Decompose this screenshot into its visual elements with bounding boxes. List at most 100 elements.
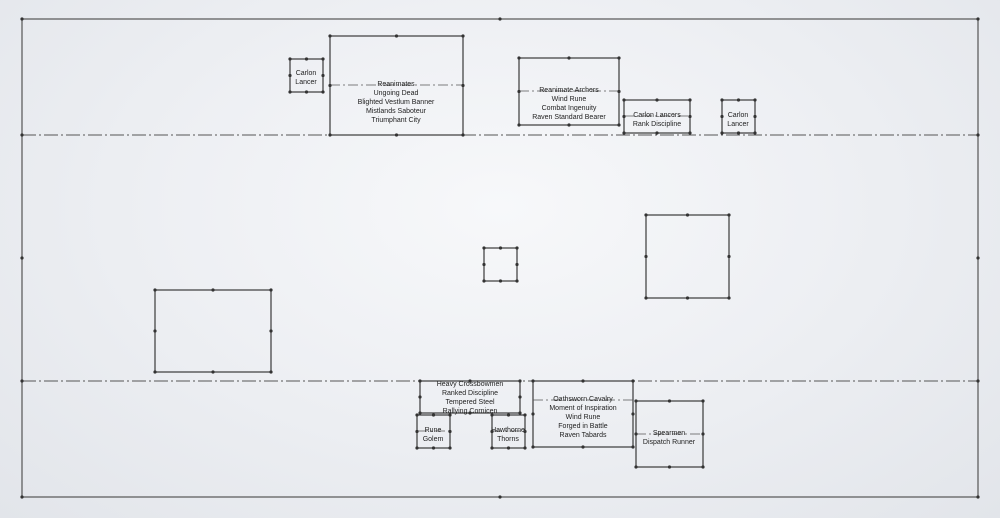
vertex-point xyxy=(634,465,638,469)
unit-carlon-lancer-1[interactable]: Carlon Lancer xyxy=(289,58,324,93)
vertex-point xyxy=(518,411,522,415)
vertex-point xyxy=(431,413,436,417)
unit-label: Tempered Steel xyxy=(445,399,494,406)
unit-label: Spearmen xyxy=(653,430,685,437)
vertex-point xyxy=(720,114,724,119)
unit-label: Lancer xyxy=(295,79,317,86)
unit-heavy-crossbowmen[interactable]: Heavy Crossbowmen Ranked Discipline Temp… xyxy=(419,380,521,415)
unit-carlon-lancers-rank[interactable]: Carlon Lancers Rank Discipline xyxy=(623,99,691,134)
unit-label: Heavy Crossbowmen xyxy=(437,381,504,388)
vertex-point xyxy=(688,98,692,102)
unit-reanimate-archers[interactable]: Reanimate Archers Wind Rune Combat Ingen… xyxy=(518,57,620,126)
unit-rune-golem[interactable]: Rune Golem xyxy=(416,414,451,449)
vertex-point xyxy=(482,262,486,267)
vertex-point xyxy=(515,246,519,250)
vertex-point xyxy=(518,379,522,383)
vertex-point xyxy=(448,413,452,417)
vertex-point xyxy=(701,432,705,436)
unit-spearmen[interactable]: Spearmen Dispatch Runner xyxy=(635,400,704,468)
vertex-point xyxy=(685,213,690,217)
vertex-point xyxy=(688,131,692,135)
vertex-point xyxy=(720,98,724,102)
vertex-point xyxy=(418,395,422,399)
vertex-point xyxy=(321,57,325,61)
vertex-point xyxy=(515,262,519,267)
vertex-point xyxy=(328,83,332,88)
vertex-point xyxy=(328,133,332,137)
unit-label: Carlon xyxy=(728,112,749,119)
vertex-point xyxy=(448,446,452,450)
vertex-point xyxy=(617,89,621,94)
vertex-point xyxy=(461,133,465,137)
unit-label: Raven Tabards xyxy=(560,432,607,439)
vertex-point xyxy=(490,429,494,434)
unit-label: Ranked Discipline xyxy=(442,390,498,397)
unit-label: Ungoing Dead xyxy=(374,90,419,97)
unit-reanimates[interactable]: Reanimates Ungoing Dead Blighted Vestlum… xyxy=(329,35,464,136)
vertex-point xyxy=(415,413,419,417)
vertex-point xyxy=(515,279,519,283)
unit-label: Carlon Lancers xyxy=(633,112,681,119)
unit-hawthorne-thorns[interactable]: Hawthorne Thorns xyxy=(491,414,526,449)
vertex-point xyxy=(211,370,215,374)
vertex-point xyxy=(431,446,436,450)
vertex-point xyxy=(448,429,452,434)
vertex-point xyxy=(269,329,273,333)
vertex-point xyxy=(976,495,980,499)
vertex-point xyxy=(567,56,571,60)
vertex-point xyxy=(727,254,731,259)
vertex-point xyxy=(631,445,635,449)
vertex-point xyxy=(517,123,521,127)
vertex-point xyxy=(498,279,503,283)
vertex-point xyxy=(288,90,292,94)
vertex-point xyxy=(753,98,757,102)
vertex-point xyxy=(617,56,621,60)
unit-label: Rank Discipline xyxy=(633,121,681,128)
vertex-point xyxy=(517,56,521,60)
unit-label: Golem xyxy=(423,436,444,443)
vertex-point xyxy=(976,256,980,260)
unit-label: Rune xyxy=(425,427,442,434)
unit-label: Carlon xyxy=(296,70,317,77)
vertex-point xyxy=(394,133,399,137)
unit-label: Combat Ingenuity xyxy=(542,105,597,112)
unit-label: Lancer xyxy=(727,121,749,128)
vertex-point xyxy=(490,413,494,417)
vertex-point xyxy=(720,131,724,135)
vertex-point xyxy=(631,412,635,416)
vertex-point xyxy=(976,379,980,383)
vertex-point xyxy=(20,495,24,499)
unit-label: Triumphant City xyxy=(371,117,421,124)
vertex-point xyxy=(727,213,731,217)
vertex-point xyxy=(753,131,757,135)
board-frame xyxy=(21,18,979,498)
vertex-point xyxy=(622,114,626,119)
unit-label: Wind Rune xyxy=(552,96,587,103)
unit-label: Blighted Vestlum Banner xyxy=(358,99,435,106)
vertex-point xyxy=(288,57,292,61)
vertex-point xyxy=(304,90,309,94)
vertex-point xyxy=(153,329,157,333)
vertex-point xyxy=(506,446,511,450)
vertex-point xyxy=(523,413,527,417)
vertex-point xyxy=(581,445,585,449)
vertex-point xyxy=(701,399,705,403)
vertex-point xyxy=(490,446,494,450)
terrain-right xyxy=(645,214,730,299)
vertex-point xyxy=(321,73,325,78)
vertex-point xyxy=(634,432,638,436)
unit-label: Oathsworn Cavalry xyxy=(553,396,613,403)
vertex-point xyxy=(727,296,731,300)
unit-label: Forged in Battle xyxy=(558,423,608,430)
vertex-point xyxy=(20,17,24,21)
vertex-point xyxy=(498,246,503,250)
vertex-point xyxy=(634,399,638,403)
unit-oathsworn-cavalry[interactable]: Oathsworn Cavalry Moment of Inspiration … xyxy=(532,380,634,448)
vertex-point xyxy=(685,296,690,300)
vertex-point xyxy=(655,131,659,135)
vertex-point xyxy=(667,399,672,403)
vertex-point xyxy=(631,379,635,383)
vertex-point xyxy=(567,123,571,127)
unit-carlon-lancer-2[interactable]: Carlon Lancer xyxy=(721,99,756,134)
